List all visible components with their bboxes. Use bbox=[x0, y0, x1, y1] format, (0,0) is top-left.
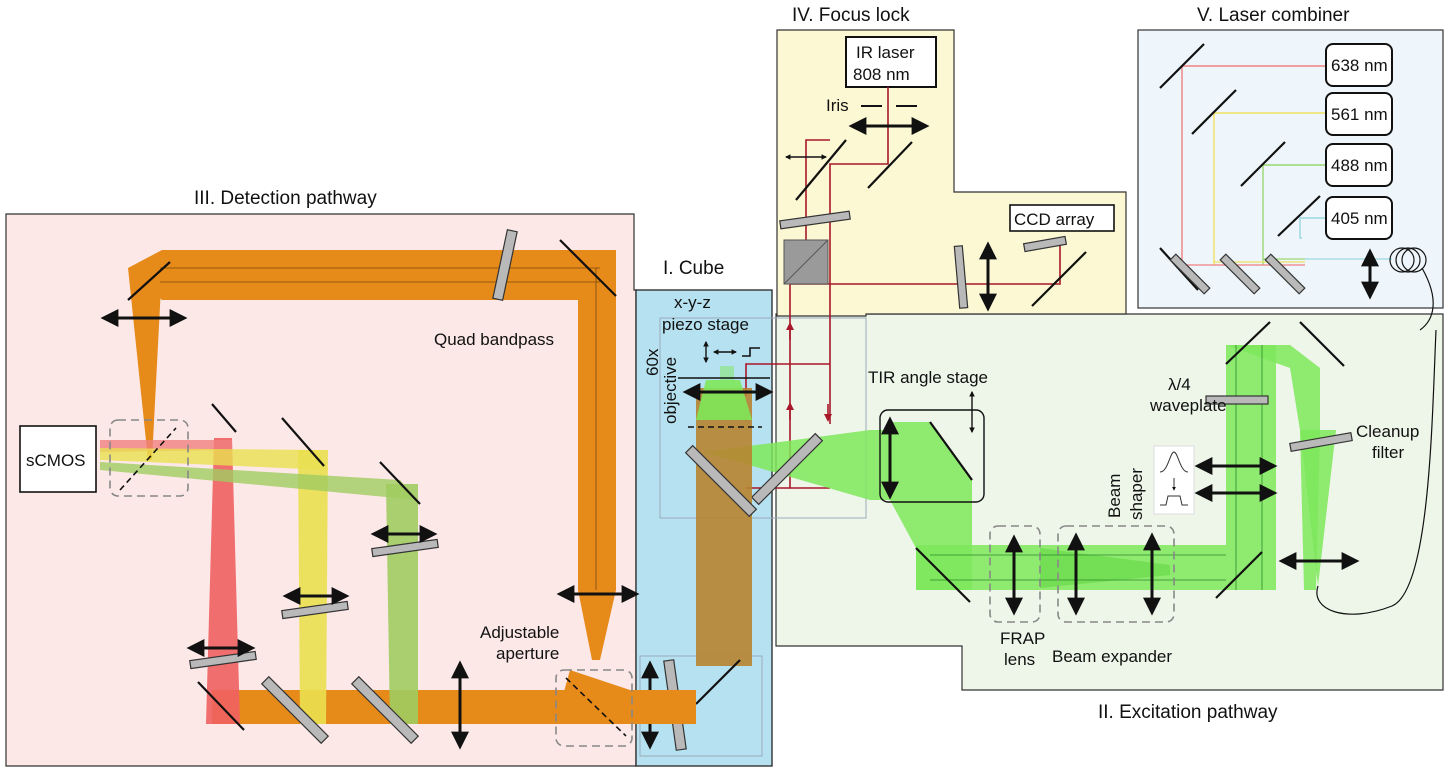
objective-label-1: 60x bbox=[643, 348, 662, 376]
yellow-filter bbox=[281, 600, 349, 620]
excitation-mirror-5 bbox=[929, 421, 973, 481]
frap-label-2: lens bbox=[1004, 650, 1035, 669]
piezo-label-1: x-y-z bbox=[674, 293, 711, 312]
ir-path-3 bbox=[790, 240, 1061, 285]
combiner-mirror-4 bbox=[1277, 195, 1321, 237]
quad-bandpass-filter bbox=[492, 229, 518, 301]
ir-path-2 bbox=[805, 139, 830, 272]
tir-stage-label: TIR angle stage bbox=[868, 368, 988, 387]
ir-laser-box bbox=[845, 36, 937, 88]
waveplate-filter bbox=[1205, 395, 1269, 405]
laser-561-label: 561 nm bbox=[1331, 105, 1388, 124]
fiber-coil bbox=[1389, 247, 1434, 331]
detection-mirror-1 bbox=[127, 261, 171, 301]
ccd-mirror bbox=[1031, 251, 1087, 307]
waveplate-label-2: waveplate bbox=[1149, 396, 1227, 415]
excitation-mirror-3 bbox=[1299, 321, 1345, 367]
dichroic-3 bbox=[1264, 253, 1306, 295]
detection-mirror-6 bbox=[197, 681, 245, 731]
emission-green bbox=[386, 484, 418, 724]
combiner-mirror-1 bbox=[1159, 43, 1205, 89]
laser-488-label: 488 nm bbox=[1331, 156, 1388, 175]
frap-label-1: FRAP bbox=[1000, 629, 1045, 648]
aperture-label-1: Adjustable bbox=[480, 623, 559, 642]
waveplate-label-1: λ/4 bbox=[1168, 375, 1191, 394]
detection-mirror-2 bbox=[559, 239, 617, 297]
combiner-mirror-2 bbox=[1191, 89, 1237, 135]
laser-561: 561 nm bbox=[1325, 92, 1393, 136]
objective-label-2: objective bbox=[661, 357, 680, 424]
aperture-box bbox=[555, 669, 633, 747]
dichroic-excitation bbox=[750, 432, 824, 506]
excitation-region bbox=[775, 313, 1444, 691]
detection-mirror-3 bbox=[211, 403, 237, 433]
ir-laser-wavelength: 808 nm bbox=[853, 65, 910, 84]
quad-bandpass-label: Quad bandpass bbox=[434, 330, 554, 349]
excitation-mirror-4 bbox=[915, 547, 971, 603]
focus-mirror-2 bbox=[795, 139, 847, 201]
beam-shaper-label-2: shaper bbox=[1127, 468, 1146, 520]
excitation-mirror-2 bbox=[1225, 321, 1271, 365]
dichroic-1 bbox=[1169, 253, 1211, 295]
laser-638: 638 nm bbox=[1325, 43, 1393, 87]
focus-lens-filter bbox=[953, 245, 969, 309]
combiner-mirror-3 bbox=[1240, 141, 1286, 187]
cube-title: I. Cube bbox=[663, 258, 724, 279]
green-filter bbox=[371, 538, 439, 558]
cleanup-filter bbox=[1289, 431, 1353, 453]
focus-filter bbox=[779, 210, 851, 230]
detection-mirror-5 bbox=[379, 461, 421, 505]
detection-dichroic-2 bbox=[350, 675, 420, 745]
piezo-label-2: piezo stage bbox=[662, 315, 749, 334]
iris-label: Iris bbox=[826, 96, 849, 115]
ccd-box bbox=[1009, 204, 1115, 232]
scmos-label: sCMOS bbox=[26, 451, 86, 470]
detection-pathway: sCMOS Quad bandpass Adjustable aperture bbox=[19, 229, 696, 750]
detection-title: III. Detection pathway bbox=[194, 188, 377, 209]
laser-488: 488 nm bbox=[1325, 143, 1393, 187]
cube: x-y-z piezo stage 60x objective bbox=[641, 293, 774, 751]
excitation-pathway: λ/4 waveplate Cleanup filter TIR angle s… bbox=[704, 321, 1437, 669]
laser-405-label: 405 nm bbox=[1331, 209, 1388, 228]
focus-mirror-1 bbox=[867, 141, 913, 189]
laser-combiner-title: V. Laser combiner bbox=[1197, 5, 1350, 26]
detection-mirror-4 bbox=[281, 417, 325, 467]
ccd-label: CCD array bbox=[1014, 210, 1095, 229]
emission-yellow bbox=[298, 450, 328, 724]
aperture-label-2: aperture bbox=[496, 644, 559, 663]
focus-lock-title: IV. Focus lock bbox=[792, 5, 910, 26]
laser-combiner: 638 nm 561 nm 488 nm 405 nm bbox=[1159, 43, 1434, 331]
tir-stage-box bbox=[879, 409, 985, 503]
scmos-camera bbox=[19, 425, 97, 493]
cube-dichroic bbox=[684, 444, 758, 518]
cleanup-label-1: Cleanup bbox=[1356, 422, 1419, 441]
beam-shaper-label-1: Beam bbox=[1105, 474, 1124, 518]
excitation-title: II. Excitation pathway bbox=[1098, 702, 1278, 723]
focus-lock: IR laser 808 nm Iris CCD array bbox=[742, 36, 1115, 489]
cube-bottom-mirror bbox=[695, 659, 741, 705]
laser-638-label: 638 nm bbox=[1331, 56, 1388, 75]
ir-laser-label: IR laser bbox=[856, 43, 915, 62]
ccd-filter bbox=[1022, 235, 1068, 253]
excitation-mirror-1 bbox=[1215, 551, 1263, 599]
beam-expander-label: Beam expander bbox=[1052, 647, 1172, 666]
laser-405: 405 nm bbox=[1325, 196, 1393, 240]
cleanup-label-2: filter bbox=[1372, 443, 1404, 462]
dichroic-2 bbox=[1219, 253, 1261, 295]
detection-dichroic-1 bbox=[260, 675, 330, 745]
beam-405 bbox=[1299, 217, 1328, 239]
